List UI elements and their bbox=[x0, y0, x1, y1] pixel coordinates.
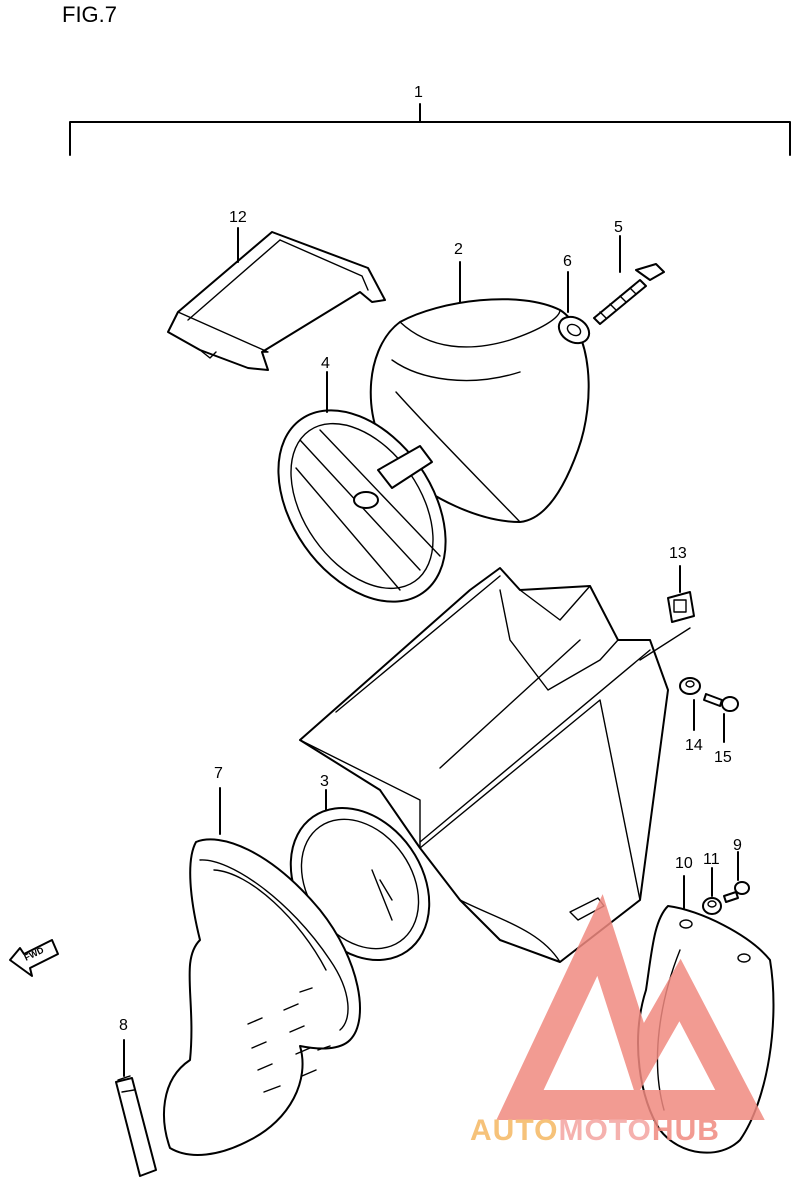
callout-13: 13 bbox=[669, 545, 687, 562]
callout-7: 7 bbox=[214, 765, 223, 782]
fwd-arrow-icon: FWD bbox=[9, 939, 59, 977]
callout-1: 1 bbox=[414, 84, 423, 101]
callout-14: 14 bbox=[685, 737, 703, 754]
part-6-washer bbox=[557, 271, 591, 345]
part-12-cover bbox=[167, 227, 386, 371]
callout-5: 5 bbox=[614, 219, 623, 236]
callout-12: 12 bbox=[229, 209, 247, 226]
air-cleaner-case bbox=[299, 567, 691, 963]
callout-4: 4 bbox=[321, 355, 330, 372]
part-7-intake-boot bbox=[163, 787, 361, 1156]
watermark-hub: HUB bbox=[652, 1114, 720, 1147]
part-9-bolt bbox=[723, 851, 750, 903]
callout-labels: 1 2 3 4 5 6 7 8 9 10 11 12 13 14 15 bbox=[119, 84, 742, 1034]
assembly-bracket bbox=[69, 103, 791, 156]
part-4-filter-frame bbox=[277, 371, 447, 603]
figure-title: FIG.7 bbox=[62, 2, 118, 27]
watermark-triangle-icon bbox=[496, 894, 765, 1120]
callout-3: 3 bbox=[320, 773, 329, 790]
watermark-moto: MOTO bbox=[558, 1114, 651, 1147]
callout-10: 10 bbox=[675, 855, 693, 872]
part-11-nut bbox=[702, 867, 722, 915]
part-13-clip bbox=[667, 565, 695, 623]
part-15-screw bbox=[703, 693, 739, 743]
watermark-auto: AUTO bbox=[470, 1114, 558, 1147]
part-14-nut bbox=[679, 677, 701, 731]
callout-2: 2 bbox=[454, 241, 463, 258]
part-5-bolt bbox=[593, 235, 665, 325]
callout-11: 11 bbox=[703, 851, 720, 868]
callout-8: 8 bbox=[119, 1017, 128, 1034]
boot-ribs bbox=[247, 987, 331, 1093]
watermark-logo: AUTOMOTOHUB bbox=[470, 894, 765, 1147]
callout-6: 6 bbox=[563, 253, 572, 270]
callout-9: 9 bbox=[733, 837, 742, 854]
part-8-clamp bbox=[115, 1039, 157, 1177]
svg-text:AUTOMOTOHUB: AUTOMOTOHUB bbox=[470, 1114, 720, 1147]
callout-15: 15 bbox=[714, 749, 732, 766]
